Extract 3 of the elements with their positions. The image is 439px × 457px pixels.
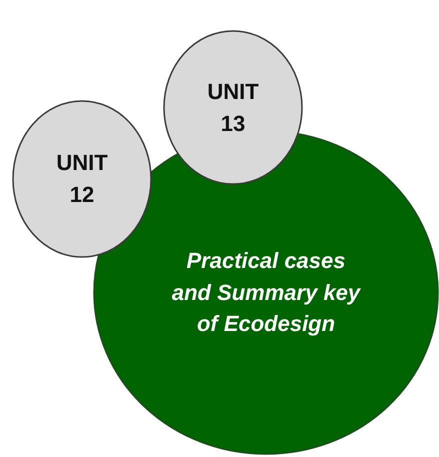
- unit-label: UNIT 12: [55, 149, 109, 209]
- unit-label: UNIT 13: [206, 78, 260, 138]
- topic-text: Practical cases and Summary key of Ecodesign: [170, 246, 362, 338]
